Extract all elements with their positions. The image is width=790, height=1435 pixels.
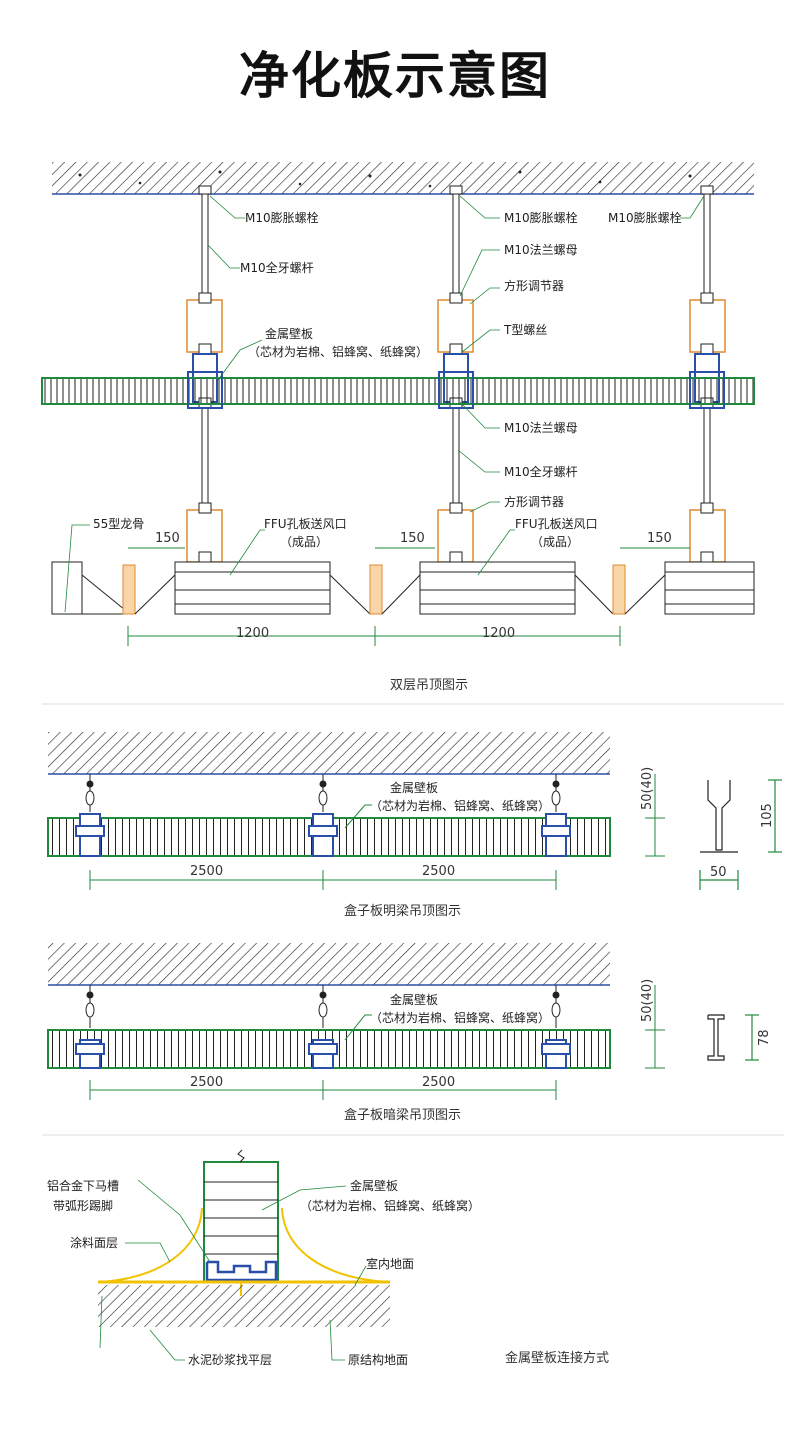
label-threaded-rod-b: M10全牙螺杆 <box>504 464 578 479</box>
dim-profile-width: 50 <box>710 865 727 880</box>
concrete-slab <box>48 943 610 985</box>
label-metal-panel: 金属壁板 <box>390 780 438 795</box>
floor-slab <box>98 1285 390 1327</box>
label-core-note: （芯材为岩棉、铝蜂窝、纸蜂窝） <box>370 798 550 813</box>
metal-wall-panel <box>41 377 755 405</box>
dim-span-a: 2500 <box>190 864 223 879</box>
label-channel: 铝合金下马槽 <box>47 1178 119 1193</box>
label-ffu-a-note: （成品） <box>280 535 328 549</box>
beam-profile-78 <box>707 1014 759 1061</box>
dim-span-b: 1200 <box>482 626 515 641</box>
concrete-slab <box>52 162 754 194</box>
hanger-left <box>186 185 223 563</box>
page-title: 净化板示意图 <box>239 47 551 105</box>
dim-gap-c: 150 <box>647 531 672 546</box>
label-adjuster-b: 方形调节器 <box>504 494 564 509</box>
caption-wall-connection: 金属壁板连接方式 <box>505 1350 609 1366</box>
label-coating: 涂料面层 <box>70 1235 118 1250</box>
label-core-note: （芯材为岩棉、铝蜂窝、纸蜂窝） <box>300 1198 480 1213</box>
dim-thickness: 50(40) <box>640 767 655 810</box>
caption-concealed-beam: 盒子板暗梁吊顶图示 <box>344 1107 461 1123</box>
label-skirting: 带弧形踢脚 <box>53 1198 113 1213</box>
dim-thickness: 50(40) <box>640 979 655 1022</box>
label-metal-panel: 金属壁板 <box>350 1178 398 1193</box>
dim-gap-a: 150 <box>155 531 180 546</box>
label-ffu-a: FFU孔板送风口 <box>264 516 347 531</box>
label-anchor-bolt-b: M10膨胀螺栓 <box>504 210 578 225</box>
label-mortar: 水泥砂浆找平层 <box>188 1352 272 1367</box>
section-double-ceiling: M10膨胀螺栓 M10全牙螺杆 金属壁板 （芯材为岩棉、铝蜂窝、纸蜂窝） M10… <box>41 162 755 693</box>
dim-profile-height: 78 <box>757 1029 772 1046</box>
dim-span-a: 2500 <box>190 1075 223 1090</box>
label-flange-nut-a: M10法兰螺母 <box>504 243 578 257</box>
section-concealed-beam: 2500 2500 50(40) 金属壁板 （芯材为岩棉、铝蜂窝、纸蜂窝） 78… <box>47 943 772 1123</box>
label-anchor-bolt-c: M10膨胀螺栓 <box>608 210 682 225</box>
label-ffu-b-note: （成品） <box>531 535 579 549</box>
label-keel: 55型龙骨 <box>93 517 144 531</box>
label-metal-panel: 金属壁板 <box>390 992 438 1007</box>
caption-exposed-beam: 盒子板明梁吊顶图示 <box>344 903 461 919</box>
label-structure-floor: 原结构地面 <box>348 1352 408 1367</box>
dim-span-b: 2500 <box>422 1075 455 1090</box>
dim-span-a: 1200 <box>236 626 269 641</box>
section-wall-connection: 铝合金下马槽 带弧形踢脚 涂料面层 金属壁板 （芯材为岩棉、铝蜂窝、纸蜂窝） 室… <box>47 1149 609 1367</box>
section-exposed-beam: 2500 2500 50(40) 金属壁板 （芯材为岩棉、铝蜂窝、纸蜂窝） 10… <box>47 732 782 919</box>
label-anchor-bolt-a: M10膨胀螺栓 <box>245 210 319 225</box>
label-adjuster-a: 方形调节器 <box>504 278 564 293</box>
dim-span-b: 2500 <box>422 864 455 879</box>
hanger-right <box>689 185 726 563</box>
ffu-row <box>51 561 755 615</box>
label-threaded-rod-a: M10全牙螺杆 <box>240 260 314 275</box>
label-ffu-b: FFU孔板送风口 <box>515 516 598 531</box>
label-t-screw: T型螺丝 <box>503 323 547 337</box>
concrete-slab <box>48 732 610 774</box>
label-indoor-floor: 室内地面 <box>366 1256 414 1271</box>
label-metal-panel: 金属壁板 <box>265 326 313 341</box>
hanger-middle <box>437 185 474 563</box>
label-flange-nut-b: M10法兰螺母 <box>504 421 578 435</box>
dim-gap-b: 150 <box>400 531 425 546</box>
caption-double-ceiling: 双层吊顶图示 <box>390 678 468 693</box>
dim-profile-height: 105 <box>760 803 775 828</box>
label-core-note: （芯材为岩棉、铝蜂窝、纸蜂窝） <box>370 1010 550 1025</box>
label-core-note: （芯材为岩棉、铝蜂窝、纸蜂窝） <box>248 344 428 359</box>
beam-profile-105 <box>699 779 782 890</box>
